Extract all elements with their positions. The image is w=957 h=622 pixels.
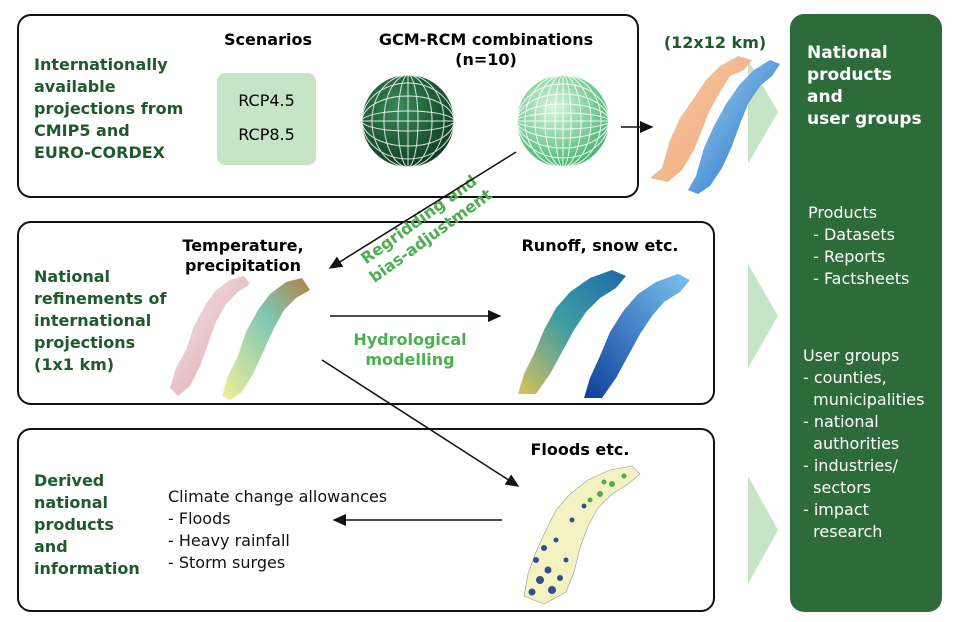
allowance-item: - Storm surges	[168, 553, 286, 572]
globe-light-icon	[516, 74, 610, 168]
globe-dark-icon	[361, 74, 455, 168]
product-item: - Datasets	[808, 225, 895, 244]
resolution-label: (12x12 km)	[663, 33, 767, 52]
scenario-item: RCP4.5	[238, 91, 295, 110]
scenarios-box: RCP4.5 RCP8.5	[217, 73, 316, 165]
norway-map-precipitation-icon	[222, 278, 310, 400]
arrow-to-floods	[321, 359, 520, 487]
user-item: - counties, municipalities	[803, 368, 925, 409]
scenario-item: RCP8.5	[238, 125, 295, 144]
norway-map-temperature-icon	[170, 276, 250, 396]
norway-map-runoff-icon	[518, 270, 626, 394]
products-title: Products	[808, 203, 878, 222]
products-section: Products - Datasets - Reports - Factshee…	[808, 202, 909, 290]
users-title: User groups	[803, 346, 900, 365]
row1-label: Internationally available projections fr…	[34, 55, 184, 162]
product-item: - Factsheets	[808, 269, 910, 288]
temperature-title: Temperature, precipitation	[182, 236, 304, 275]
arrow-regridding	[328, 151, 517, 269]
norway-map-pink-icon	[650, 56, 752, 182]
allowances-block: Climate change allowances - Floods - Hea…	[168, 486, 387, 574]
floods-title: Floods etc.	[530, 440, 630, 459]
panel-title: National products and user groups	[807, 43, 922, 129]
row2-label: National refinements of international pr…	[34, 267, 167, 374]
scenarios-title: Scenarios	[224, 30, 312, 49]
user-item: - impact research	[803, 500, 883, 541]
products-panel	[790, 14, 942, 612]
allowance-item: - Heavy rainfall	[168, 531, 290, 550]
norway-map-snow-icon	[584, 274, 690, 398]
user-item: - national authorities	[803, 412, 900, 453]
chevron-arrow-2	[748, 264, 778, 368]
allowances-title: Climate change allowances	[168, 487, 388, 506]
chevron-arrow-3	[748, 476, 778, 584]
hydrological-label: Hydrological modelling	[353, 330, 467, 369]
allowance-item: - Floods	[168, 509, 231, 528]
norway-map-floods-icon	[523, 465, 641, 605]
norway-map-blue-icon	[688, 60, 780, 194]
product-item: - Reports	[808, 247, 886, 266]
users-section: User groups - counties, municipalities -…	[803, 345, 924, 543]
gcm-title: GCM-RCM combinations (n=10)	[378, 30, 594, 69]
runoff-title: Runoff, snow etc.	[521, 236, 679, 255]
row3-label: Derived national products and informatio…	[34, 471, 140, 578]
user-item: - industries/ sectors	[803, 456, 898, 497]
